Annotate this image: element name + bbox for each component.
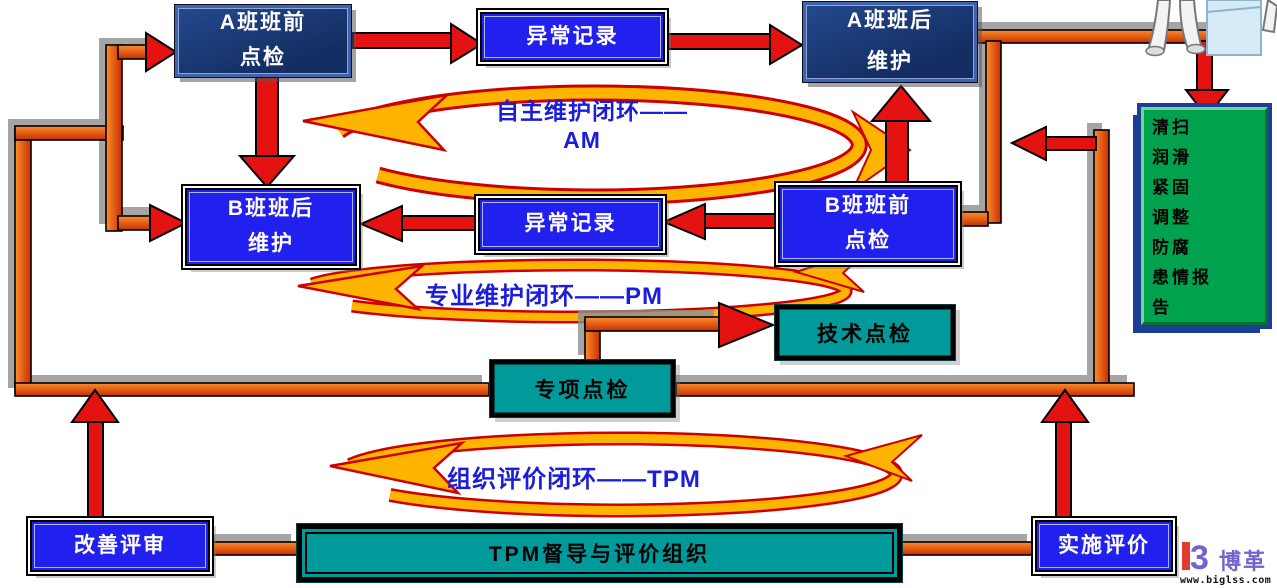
node-label: 实施评价 [1058,533,1150,557]
node-label: B班班后 维护 [227,197,315,255]
node-b-shift-post-maintenance: B班班后 维护 [185,188,357,266]
node-label: A班班前 点检 [219,11,307,69]
node-label: 专项点检 [534,378,631,402]
arrow-improve-up-icon [70,388,120,423]
tpm-loop-label: 组织评价闭环——TPM [447,466,701,493]
node-improvement-review: 改善评审 [30,520,210,572]
node-abnormal-record-2: 异常记录 [478,198,663,251]
arrow-into-task-list-icon [1183,89,1231,119]
node-label: 异常记录 [526,24,619,48]
node-maintenance-task-list: 清扫 润滑 紧固 调整 防腐 患情报 告 [1141,107,1268,325]
arrow-impl-up-icon [1040,388,1090,423]
node-label: 异常记录 [524,212,617,236]
arrow-abnormal-to-a-post-icon [769,23,804,66]
node-label: TPM督导与评价组织 [488,543,711,566]
am-loop-label-line2: AM [563,127,601,153]
node-label: B班班前 点检 [824,194,912,252]
svg-text:3: 3 [1190,540,1209,573]
arrow-into-b-post-icon [149,203,189,243]
node-label: 清扫 润滑 紧固 调整 防腐 患情报 告 [1152,118,1212,317]
arrow-a-pre-to-abnormal-icon [450,22,484,65]
node-tpm-supervision-org: TPM督导与评价组织 [297,524,902,582]
clipart-people-carrying-box-icon [1145,0,1277,57]
node-a-shift-pre-check: A班班前 点检 [175,5,351,77]
arrow-abnormal2-to-b-post-icon [358,204,403,243]
arrow-loop-left-icon [1009,125,1047,162]
node-label: A班班后 维护 [846,9,934,73]
node-a-shift-post-maintenance: A班班后 维护 [803,2,977,82]
node-label: 技术点检 [817,322,913,346]
node-technical-check: 技术点检 [775,305,955,360]
node-abnormal-record-1: 异常记录 [480,12,665,62]
am-loop-label-line1: 自主维护闭环—— [496,98,688,124]
node-implementation-evaluation: 实施评价 [1035,520,1173,572]
pm-loop-swirl-icon [297,246,873,324]
arrow-b-pre-up-icon [869,84,933,122]
flow-arrows [70,22,1231,521]
node-label: 改善评审 [74,533,166,557]
node-special-check: 专项点检 [490,360,675,417]
arrow-into-a-pre-icon [145,31,178,73]
logo-brand-text: 博革 [1219,549,1268,574]
pm-loop-label: 专业维护闭环——PM [425,283,663,310]
arrow-special-to-tech-icon [718,301,776,349]
logo-site-url: www.biglss.com [1180,575,1272,586]
biglss-logo-icon: 3 [1182,540,1209,573]
node-b-shift-pre-check: B班班前 点检 [778,185,958,263]
arrow-b-pre-to-abnormal2-icon [661,202,706,241]
biglss-logo: 3 博革 www.biglss.com [1180,540,1271,586]
arrow-a-pre-down-icon [237,155,297,189]
tpm-loop-swirl-icon [329,431,923,518]
